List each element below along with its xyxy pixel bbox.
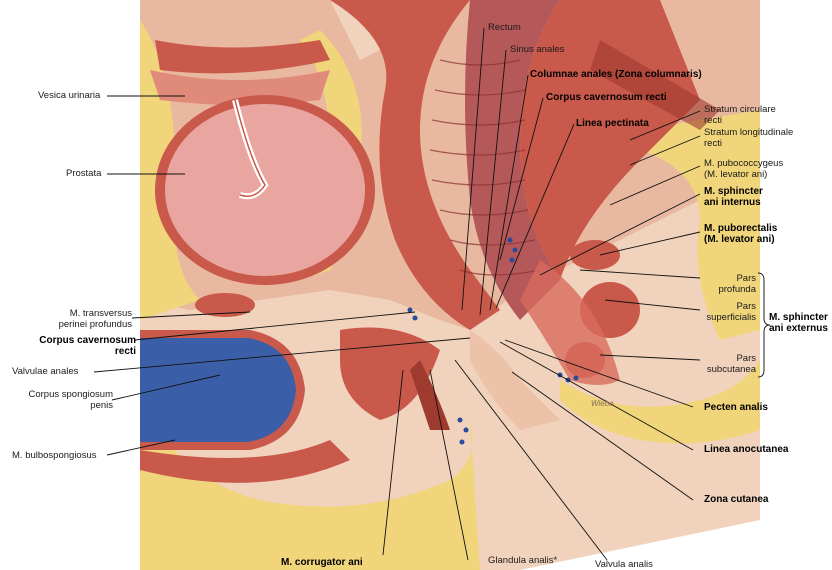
label-stratum-circulare: Stratum circulare recti (704, 104, 776, 126)
leader-lines (93, 27, 701, 561)
label-zona-cutanea: Zona cutanea (704, 494, 769, 505)
label-corpus-spongiosum: Corpus spongiosum penis (10, 389, 114, 411)
label-bulbospongiosus: M. bulbospongiosus (12, 450, 97, 461)
rectum (330, 0, 720, 330)
label-sphincter-internus-line2: ani internus (704, 197, 761, 208)
artist-signature: Wiebe (591, 399, 614, 408)
label-pars-profunda: Pars profunda (700, 273, 756, 295)
label-linea-anocutanea: Linea anocutanea (704, 444, 789, 455)
label-linea-pectinata: Linea pectinata (576, 118, 649, 129)
label-pars-subcutanea-line2: subcutanea (706, 364, 756, 375)
corpus-spongiosum (140, 330, 305, 450)
label-pars-subcutanea-line1: Pars (736, 353, 756, 364)
label-transversus: M. transversus perinei profundus (10, 308, 132, 330)
label-sphincter-externus: M. sphincter ani externus (769, 312, 828, 334)
label-vesica-urinaria: Vesica urinaria (38, 90, 101, 101)
label-sphincter-externus-line1: M. sphincter (769, 312, 828, 323)
sphincter-externus-brace (757, 272, 771, 378)
label-transversus-line1: M. transversus (69, 308, 132, 319)
label-pars-subcutanea: Pars subcutanea (690, 353, 756, 375)
anal-canal (470, 330, 560, 430)
label-stratum-circulare-line2: recti (704, 115, 722, 126)
label-stratum-circulare-line1: Stratum circulare (704, 104, 776, 115)
label-stratum-longitudinale-line2: recti (704, 138, 722, 149)
label-corpus-cavernosum-recti-left: Corpus cavernosum recti (0, 335, 136, 357)
vessel-dots (407, 237, 579, 445)
label-corpus-cavernosum-recti-top: Corpus cavernosum recti (546, 92, 667, 103)
label-puborectalis: M. puborectalis (M. levator ani) (704, 223, 777, 245)
label-pars-profunda-line1: Pars (736, 273, 756, 284)
label-corpus-cavernosum-recti-left-line2: recti (114, 346, 136, 357)
label-pars-superficialis-line1: Pars (736, 301, 756, 312)
label-sphincter-internus-line1: M. sphincter (704, 186, 763, 197)
label-glandula-analis: Glandula analis* (488, 555, 558, 566)
label-valvula-analis: Valvula analis (595, 559, 653, 570)
label-pubococcygeus-line1: M. pubococcygeus (704, 158, 784, 169)
label-prostata: Prostata (66, 168, 102, 179)
label-pars-profunda-line2: profunda (718, 284, 756, 295)
label-corpus-cavernosum-recti-left-line1: Corpus cavernosum (39, 335, 136, 346)
label-pubococcygeus-line2: (M. levator ani) (704, 169, 768, 180)
label-puborectalis-line2: (M. levator ani) (704, 234, 775, 245)
sphincter-muscles (520, 240, 640, 385)
label-rectum: Rectum (488, 22, 521, 33)
label-pubococcygeus: M. pubococcygeus (M. levator ani) (704, 158, 783, 180)
label-pecten-analis: Pecten analis (704, 402, 768, 413)
label-corrugator-ani: M. corrugator ani (281, 557, 363, 568)
label-columnae-anales: Columnae anales (Zona columnaris) (530, 69, 702, 80)
bladder (150, 40, 330, 105)
label-sinus-anales: Sinus anales (510, 44, 565, 55)
label-sphincter-internus: M. sphincter ani internus (704, 186, 763, 208)
label-pars-superficialis: Pars superficialis (690, 301, 756, 323)
label-transversus-line2: perinei profundus (58, 319, 132, 330)
label-pars-superficialis-line2: superficialis (706, 312, 756, 323)
label-corpus-spongiosum-line2: penis (90, 400, 113, 411)
label-stratum-longitudinale-line1: Stratum longitudinale (704, 127, 794, 138)
label-puborectalis-line1: M. puborectalis (704, 223, 778, 234)
perineal-muscles (140, 293, 450, 483)
label-valvulae-anales: Valvulae anales (12, 366, 79, 377)
label-stratum-longitudinale: Stratum longitudinale recti (704, 127, 793, 149)
label-sphincter-externus-line2: ani externus (769, 323, 828, 334)
label-corpus-spongiosum-line1: Corpus spongiosum (28, 389, 114, 400)
prostate (155, 95, 375, 285)
